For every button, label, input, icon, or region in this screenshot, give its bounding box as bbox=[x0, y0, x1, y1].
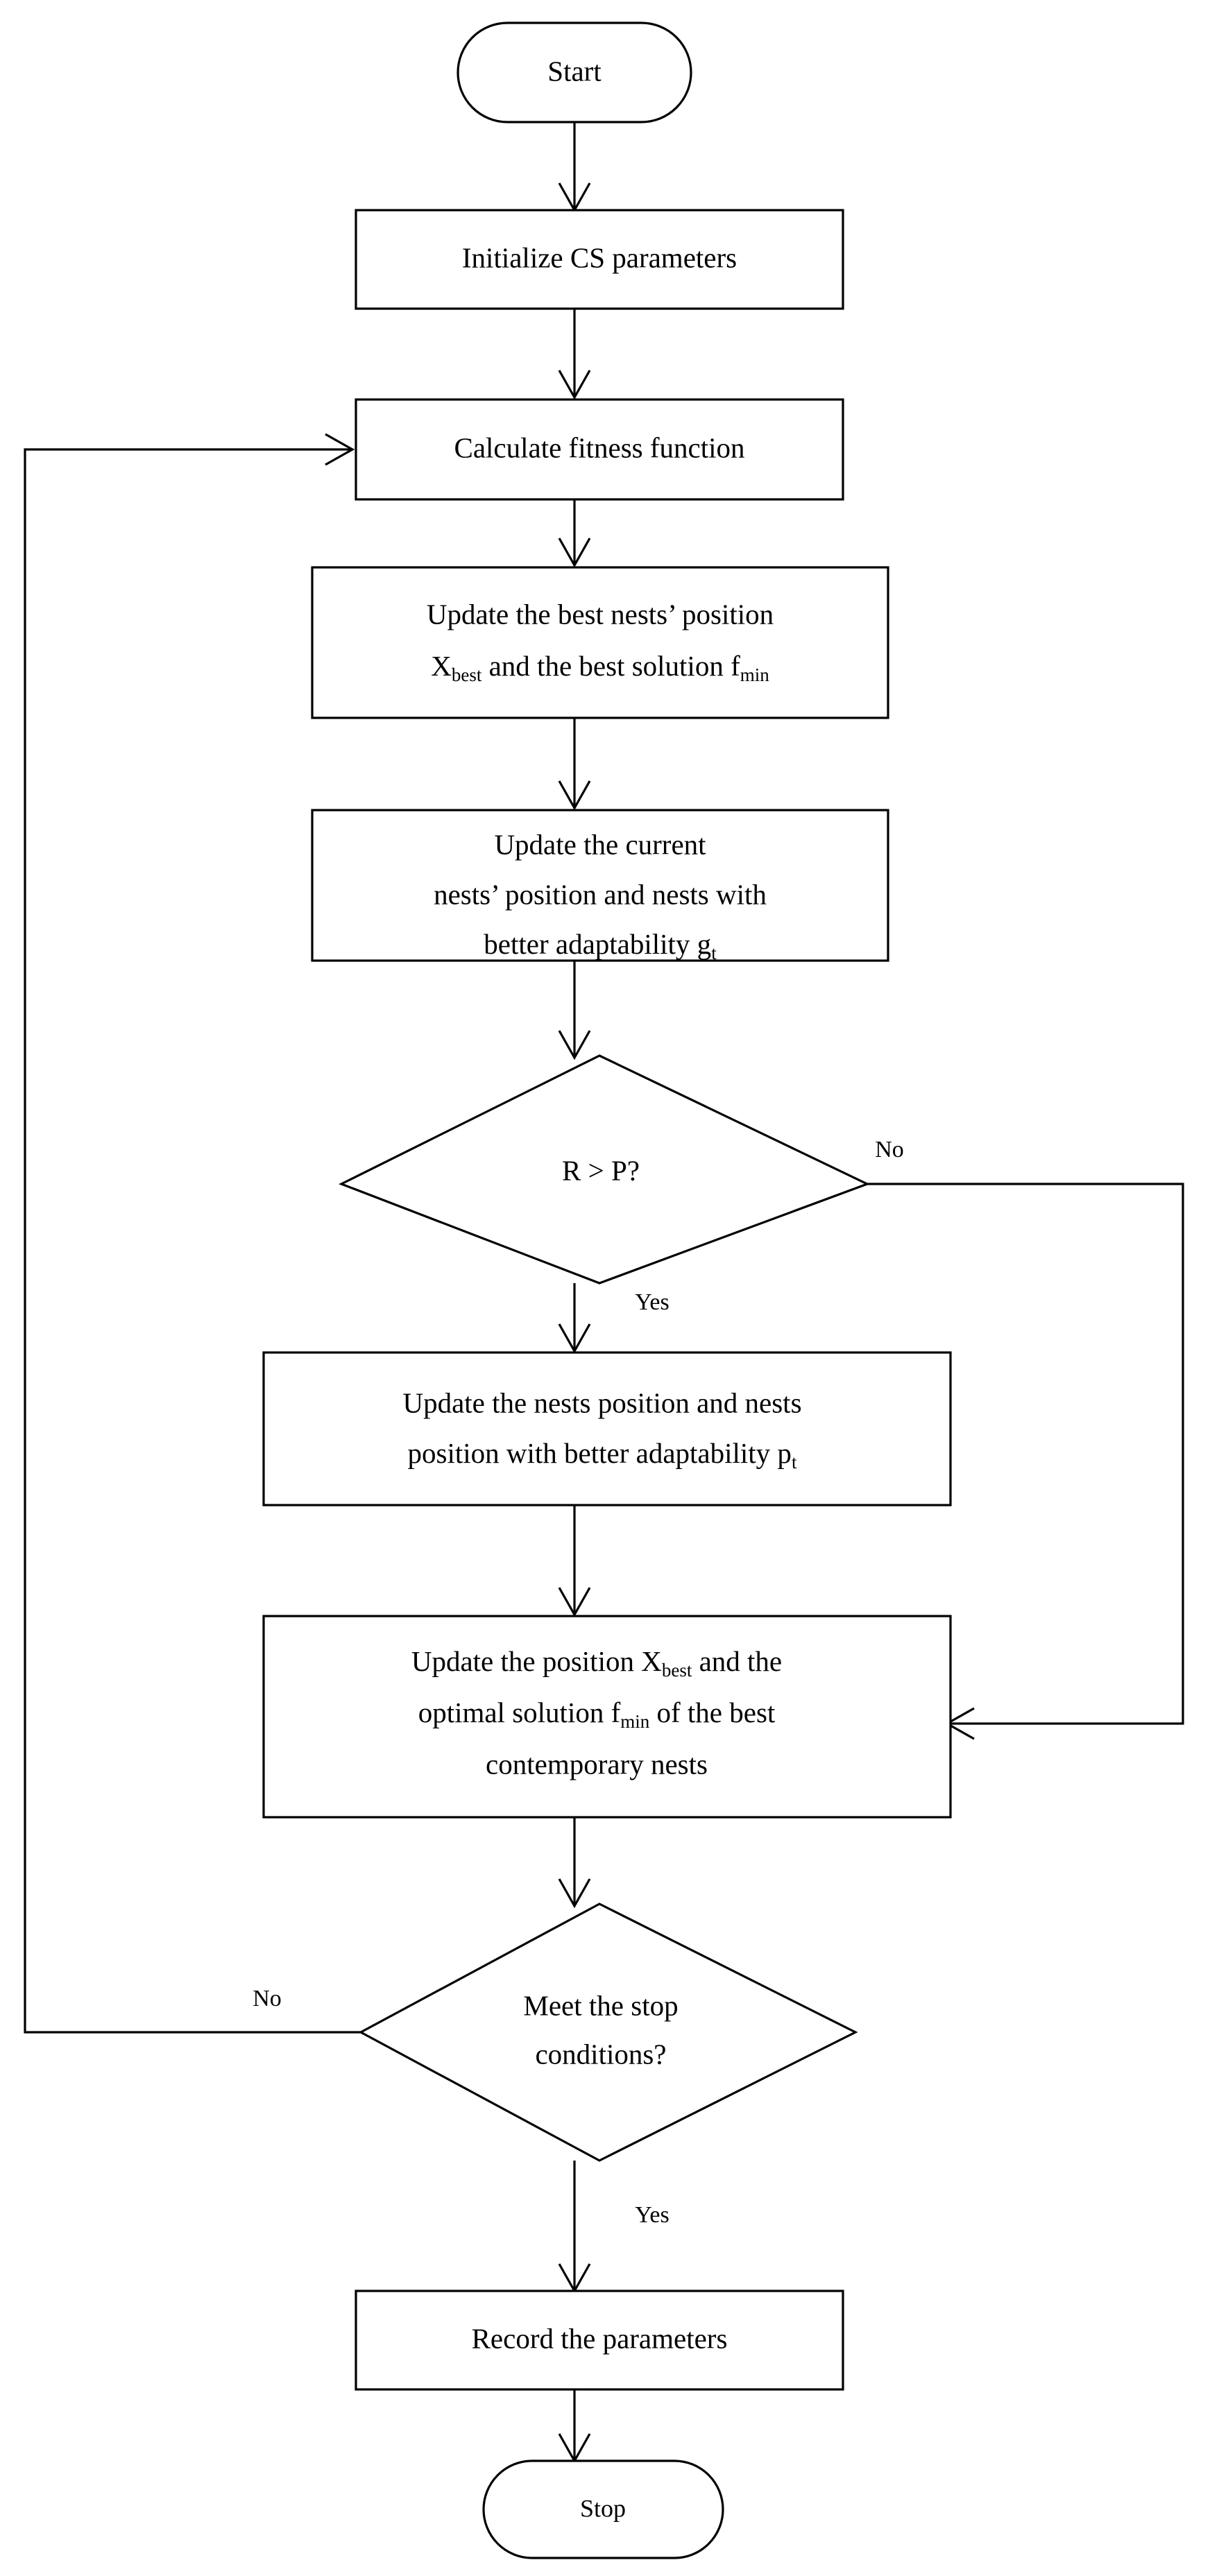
node-update-optimal-line-1: Update the position Xbest and the bbox=[411, 1645, 782, 1681]
edge-updatenests-to-updateoptimal bbox=[558, 1505, 591, 1617]
node-record-shape bbox=[355, 2290, 844, 2391]
edge-decisionrp-yes bbox=[558, 1283, 591, 1354]
node-update-best-nests-position[interactable]: Update the best nests’ position Xbest an… bbox=[311, 566, 889, 719]
node-update-current-line-3: better adaptability gt bbox=[484, 928, 717, 963]
edge-record-to-stop bbox=[558, 2389, 591, 2464]
node-fitness-shape bbox=[355, 398, 844, 501]
node-update-current-line-1: Update the current bbox=[494, 828, 706, 860]
edge-updateoptimal-to-decisionstop bbox=[558, 1817, 591, 1909]
update-optimal-pre2: optimal solution f bbox=[418, 1697, 621, 1728]
edge-label-rp-yes: Yes bbox=[635, 1289, 669, 1315]
update-best-sub-best: best bbox=[452, 664, 482, 685]
node-record-parameters[interactable]: Record the parameters bbox=[355, 2290, 844, 2391]
edge-init-to-fitness bbox=[558, 309, 591, 400]
update-nests-adapt: position with better adaptability p bbox=[408, 1437, 792, 1469]
node-stop-label: Stop bbox=[580, 2494, 626, 2522]
node-update-nests-line-2: position with better adaptability pt bbox=[408, 1437, 797, 1472]
update-optimal-sub-min: min bbox=[620, 1711, 650, 1732]
node-initialize-cs-parameters[interactable]: Initialize CS parameters bbox=[355, 209, 844, 310]
node-update-optimal-line-2: optimal solution fmin of the best bbox=[418, 1697, 776, 1732]
node-update-best-line-2: Xbest and the best solution fmin bbox=[431, 650, 769, 685]
node-update-nests-line-1: Update the nests position and nests bbox=[402, 1386, 801, 1418]
node-initialize-label: Initialize CS parameters bbox=[462, 241, 737, 273]
edge-decisionstop-no bbox=[24, 433, 361, 2034]
node-decision-rp-label: R > P? bbox=[562, 1154, 640, 1186]
node-update-current-shape bbox=[311, 809, 889, 962]
update-best-sub-min: min bbox=[740, 664, 770, 685]
node-update-nests-position[interactable]: Update the nests position and nests posi… bbox=[262, 1351, 952, 1506]
edge-updatecurrent-to-decisionrp bbox=[558, 961, 591, 1061]
update-current-adapt: better adaptability g bbox=[484, 928, 711, 960]
node-update-current-nests[interactable]: Update the current nests’ position and n… bbox=[311, 809, 889, 963]
edge-label-stop-yes: Yes bbox=[635, 2202, 669, 2228]
node-decision-rp-shape bbox=[339, 1054, 871, 1285]
node-update-best-line-1: Update the best nests’ position bbox=[427, 598, 774, 630]
node-update-nests-shape bbox=[262, 1351, 952, 1506]
edge-updatebest-to-updatecurrent bbox=[558, 718, 591, 811]
node-decision-stop-line-2: conditions? bbox=[535, 2038, 666, 2070]
node-stop[interactable]: Stop bbox=[482, 2459, 724, 2559]
node-update-optimal-solution[interactable]: Update the position Xbest and the optima… bbox=[262, 1615, 952, 1819]
edge-start-to-init bbox=[558, 122, 591, 213]
node-start-shape bbox=[457, 22, 692, 123]
node-update-optimal-line-3: contemporary nests bbox=[486, 1748, 708, 1780]
node-start[interactable]: Start bbox=[457, 22, 692, 123]
node-record-label: Record the parameters bbox=[472, 2322, 728, 2354]
node-calculate-fitness-function[interactable]: Calculate fitness function bbox=[355, 398, 844, 501]
node-stop-shape bbox=[482, 2459, 724, 2559]
edge-label-rp-no: No bbox=[875, 1137, 904, 1162]
node-update-current-line-2: nests’ position and nests with bbox=[434, 878, 767, 910]
node-initialize-shape bbox=[355, 209, 844, 310]
update-current-sub-t: t bbox=[711, 943, 717, 963]
node-update-best-shape bbox=[311, 566, 889, 719]
edge-fitness-to-updatebest bbox=[558, 499, 591, 568]
node-decision-stop-line-1: Meet the stop bbox=[523, 1989, 678, 2021]
node-decision-meet-stop-conditions[interactable]: Meet the stop conditions? bbox=[358, 1903, 858, 2162]
node-decision-r-greater-p[interactable]: R > P? bbox=[339, 1054, 871, 1285]
edge-label-stop-no: No bbox=[253, 1986, 282, 2011]
node-start-label: Start bbox=[547, 55, 602, 87]
update-best-x: X bbox=[431, 650, 452, 682]
node-fitness-label: Calculate fitness function bbox=[454, 431, 745, 463]
update-optimal-sub-best: best bbox=[662, 1660, 692, 1681]
update-nests-sub-t: t bbox=[792, 1452, 797, 1472]
node-decision-stop-shape bbox=[358, 1903, 858, 2162]
node-update-optimal-shape bbox=[262, 1615, 952, 1819]
update-optimal-pre: Update the position X bbox=[411, 1645, 662, 1677]
edge-decisionstop-yes bbox=[558, 2161, 591, 2294]
